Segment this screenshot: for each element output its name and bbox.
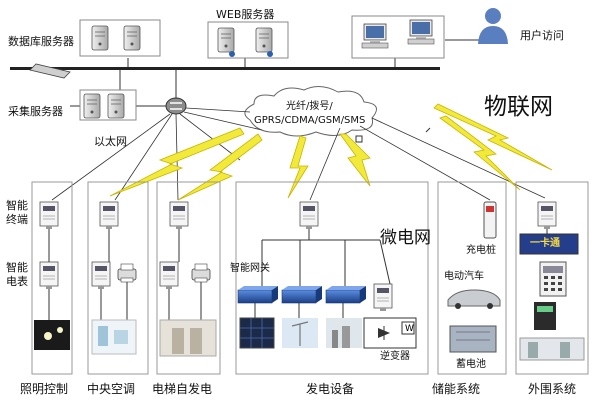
router-icon [165, 97, 187, 115]
section-hvac: 中央空调 [87, 382, 136, 396]
section-storage: 储能系统 [432, 382, 481, 396]
perimeter-devices [519, 201, 585, 361]
electric-car-label: 电动汽车 [444, 271, 484, 282]
cloud-label-line2: GPRS/CDMA/GSM/SMS [254, 115, 366, 126]
smart-meter-label-1: 智能 [6, 261, 28, 274]
collect-servers-label: 采集服务器 [8, 105, 63, 118]
database-servers [79, 19, 161, 57]
inverter-label: 逆变器 [380, 351, 410, 362]
svg-text:W: W [405, 324, 414, 334]
web-servers [207, 21, 289, 59]
charging-pile-label: 充电桩 [466, 245, 496, 256]
generation-devices: W [237, 201, 417, 349]
user-icon [478, 8, 508, 44]
network-switch [29, 63, 71, 79]
ethernet-label: 以太网 [94, 135, 127, 148]
workstations [351, 15, 445, 59]
db-servers-label: 数据库服务器 [8, 35, 74, 48]
microgrid-label: 微电网 [380, 228, 431, 248]
junction-box [355, 135, 363, 143]
iot-label: 物联网 [484, 94, 553, 120]
smart-gateway-label: 智能网关 [230, 263, 270, 274]
user-access-label: 用户访问 [520, 29, 564, 42]
section-generation: 发电设备 [306, 382, 355, 396]
web-servers-label: WEB服务器 [216, 8, 275, 21]
hvac-devices [91, 201, 137, 355]
section-lighting: 照明控制 [20, 382, 69, 396]
smart-terminal-label-2: 终端 [6, 213, 28, 226]
tick-mark [425, 127, 431, 133]
backbone-bus [10, 67, 440, 70]
smart-terminal-label-1: 智能 [6, 199, 28, 212]
collection-servers [79, 89, 137, 121]
battery-label: 蓄电池 [456, 359, 486, 370]
card-label: 一卡通 [530, 238, 560, 249]
section-perimeter: 外围系统 [528, 382, 577, 396]
storage-devices [447, 201, 501, 353]
wireless-links [109, 103, 553, 201]
network-cloud [244, 86, 377, 137]
smart-meter-label-2: 电表 [6, 275, 28, 288]
section-frames [31, 181, 589, 375]
elevator-devices [159, 201, 217, 357]
section-elevator: 电梯自发电 [152, 382, 213, 396]
cloud-label-line1: 光纤/拨号/ [286, 101, 333, 112]
lighting-devices [34, 201, 70, 350]
